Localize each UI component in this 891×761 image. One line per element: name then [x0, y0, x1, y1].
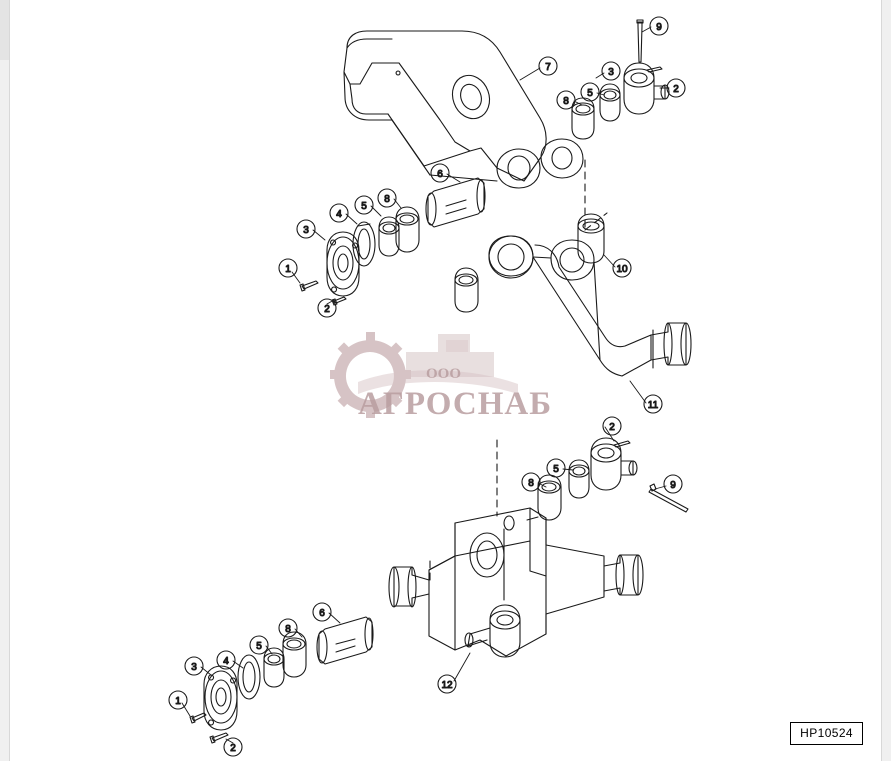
- callout-label: 2: [324, 304, 330, 315]
- callout-5-bottom: 5: [249, 635, 269, 655]
- callout-label: 9: [670, 480, 676, 491]
- callout-label: 6: [437, 169, 443, 180]
- callout-label: 2: [673, 84, 679, 95]
- callout-label: 1: [175, 696, 181, 707]
- callout-8-mid: 8: [377, 188, 397, 208]
- callout-label: 4: [223, 656, 229, 667]
- callout-8-midright: 8: [521, 472, 541, 492]
- callout-label: 5: [256, 641, 262, 652]
- part-group-mid-left: [299, 177, 486, 306]
- callout-2-top: 2: [666, 78, 686, 98]
- callout-5-midright: 5: [546, 458, 566, 478]
- callout-label: 6: [319, 608, 325, 619]
- callout-12: 12: [437, 674, 457, 694]
- gutter-block: [0, 0, 9, 60]
- leader-lines: [181, 26, 670, 744]
- callout-6-bottom: 6: [312, 602, 332, 622]
- callout-label: 3: [303, 225, 309, 236]
- callout-label: 8: [384, 194, 390, 205]
- callout-label: 3: [191, 662, 197, 673]
- callout-1-mid: 1: [278, 258, 298, 278]
- callout-label: 8: [528, 478, 534, 489]
- callout-label: 2: [609, 422, 615, 433]
- callout-11: 11: [643, 394, 663, 414]
- callout-6-mid: 6: [430, 163, 450, 183]
- part-group-mid-right: [537, 437, 689, 521]
- callout-7: 7: [538, 56, 558, 76]
- part-link-arm: [454, 235, 692, 377]
- part-sleeve-10: [577, 213, 605, 264]
- callout-label: 3: [608, 67, 614, 78]
- callout-label: 4: [336, 209, 342, 220]
- callout-2-mid: 2: [317, 298, 337, 318]
- callout-8-bottom: 8: [278, 618, 298, 638]
- callout-label: 11: [648, 400, 659, 411]
- callout-5-top: 5: [580, 82, 600, 102]
- callout-9-midright: 9: [663, 474, 683, 494]
- callout-label: 12: [441, 680, 453, 691]
- part-bottom-frame: [388, 507, 644, 658]
- part-group-bottom-left: [189, 616, 374, 744]
- callout-label: 1: [285, 264, 291, 275]
- callout-2-midright: 2: [602, 416, 622, 436]
- callout-3-top: 3: [601, 61, 621, 81]
- callout-label: 9: [656, 22, 662, 33]
- callout-label: 2: [230, 743, 236, 754]
- callout-label: 7: [545, 62, 551, 73]
- callout-10: 10: [612, 258, 632, 278]
- callout-4-bottom: 4: [216, 650, 236, 670]
- callout-label: 5: [553, 464, 559, 475]
- page-gutter-right: [881, 0, 891, 761]
- callout-8-top: 8: [556, 90, 576, 110]
- callout-label: 8: [285, 624, 291, 635]
- callout-2-bottom: 2: [223, 737, 243, 757]
- figure-code-box: HP10524: [790, 722, 863, 745]
- callout-label: 5: [361, 201, 367, 212]
- part-boom-arm: [343, 30, 584, 189]
- callout-1-bottom: 1: [168, 690, 188, 710]
- callout-9-top: 9: [649, 16, 669, 36]
- callout-label: 10: [616, 264, 628, 275]
- callout-3-mid: 3: [296, 219, 316, 239]
- callout-5-mid: 5: [354, 195, 374, 215]
- part-group-top-right: [571, 19, 670, 140]
- callout-4-mid: 4: [329, 203, 349, 223]
- callout-bubbles: 9 7 3 2 8: [168, 16, 686, 757]
- callout-label: 5: [587, 88, 593, 99]
- callout-label: 8: [563, 96, 569, 107]
- page-gutter-left: [0, 0, 10, 761]
- callout-3-bottom: 3: [184, 656, 204, 676]
- assembly-axis-lines: [429, 159, 608, 581]
